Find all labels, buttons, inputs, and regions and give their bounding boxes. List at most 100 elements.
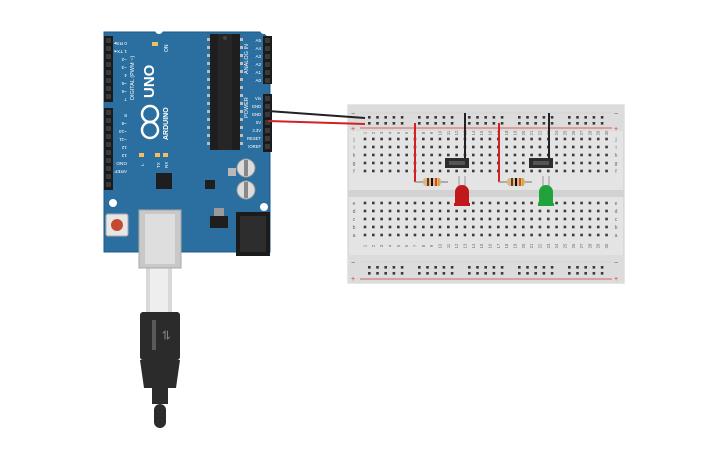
digital-pin-label: 4 xyxy=(124,72,127,78)
analog-header xyxy=(263,36,272,84)
reset-button[interactable] xyxy=(105,213,129,237)
digital-pin-label: 13 xyxy=(121,152,127,158)
column-number: 29 xyxy=(596,243,601,248)
column-number: 27 xyxy=(579,243,584,248)
breadboard: 1122334455667788991010111112121313141415… xyxy=(347,104,625,284)
digital-pin-label: ~11 xyxy=(119,136,127,142)
power-pin-label: Vin xyxy=(255,96,262,101)
column-number: 26 xyxy=(571,130,576,135)
power-pin-label: 5V xyxy=(256,120,261,125)
row-letter: j xyxy=(352,137,354,143)
column-number: 15 xyxy=(479,130,484,135)
model-label: UNO xyxy=(141,64,158,98)
rail-minus-top-left: − xyxy=(351,111,355,118)
digital-pin-label: 8 xyxy=(124,112,127,118)
digital-pin-label: AREF xyxy=(114,168,127,174)
column-number: 11 xyxy=(446,243,451,248)
analog-pin-label: A0 xyxy=(255,78,261,83)
column-number: 28 xyxy=(587,243,592,248)
wire-gnd xyxy=(267,110,366,119)
column-number: 4 xyxy=(387,131,392,134)
row-letter: h xyxy=(615,153,618,159)
row-letter: j xyxy=(614,137,616,143)
column-number: 8 xyxy=(421,244,426,247)
resistor-2 xyxy=(499,178,532,186)
column-number: 5 xyxy=(396,244,401,247)
digital-pin-label: ~3 xyxy=(121,64,127,70)
column-number: 26 xyxy=(571,243,576,248)
power-label: POWER xyxy=(244,97,250,118)
rail-minus-top-right: − xyxy=(614,111,618,118)
power-pin-label: GND xyxy=(252,104,261,109)
digital-pin-label: GND xyxy=(116,160,127,166)
column-number: 30 xyxy=(604,243,609,248)
row-letter: c xyxy=(615,217,618,223)
green-led xyxy=(538,176,554,206)
column-number: 20 xyxy=(521,130,526,135)
pushbutton-1[interactable] xyxy=(445,158,469,168)
column-number: 10 xyxy=(437,243,442,248)
row-letter: e xyxy=(353,201,356,207)
row-letter: f xyxy=(615,169,617,175)
column-number: 28 xyxy=(587,130,592,135)
digital-pin-label: ~2 xyxy=(121,56,127,62)
column-number: 2 xyxy=(371,131,376,134)
digital-header-lower xyxy=(104,108,113,190)
column-number: 18 xyxy=(504,130,509,135)
row-letter: i xyxy=(615,145,616,151)
arduino-board: 0 RX▸1 TX◂~2~34~5~678~9~10~111213GNDAREF… xyxy=(103,26,272,269)
row-letter: b xyxy=(615,225,618,231)
column-number: 7 xyxy=(412,244,417,247)
brand-label: ARDUINO xyxy=(163,107,170,140)
pushbutton-2[interactable] xyxy=(529,158,553,168)
small-component xyxy=(205,180,215,189)
column-number: 19 xyxy=(512,130,517,135)
digital-pin-label: ~5 xyxy=(121,80,127,86)
power-pin-label: IOREF xyxy=(248,144,261,149)
column-number: 13 xyxy=(462,243,467,248)
column-number: 18 xyxy=(504,243,509,248)
digital-pin-label: 12 xyxy=(121,144,127,150)
column-number: 17 xyxy=(496,243,501,248)
column-number: 25 xyxy=(562,130,567,135)
rx-led xyxy=(163,153,168,157)
column-number: 3 xyxy=(379,244,384,247)
row-letter: a xyxy=(615,233,618,239)
digital-label: DIGITAL (PWM ~) xyxy=(130,56,136,100)
column-number: 9 xyxy=(429,244,434,247)
column-number: 12 xyxy=(454,130,459,135)
column-numbers: 1122334455667788991010111112121313141415… xyxy=(363,130,610,248)
voltage-regulator xyxy=(210,216,228,228)
wire-5v xyxy=(267,120,366,125)
column-number: 24 xyxy=(554,130,559,135)
digital-pin-label: ~9 xyxy=(121,120,127,126)
rail-minus-bottom-right: − xyxy=(614,260,618,267)
column-number: 8 xyxy=(421,131,426,134)
center-channel xyxy=(348,190,624,197)
analog-pin-label: A2 xyxy=(255,62,261,67)
tx-label: TX xyxy=(156,162,161,168)
column-number: 15 xyxy=(479,243,484,248)
column-number: 10 xyxy=(437,130,442,135)
usb-chip xyxy=(156,173,172,189)
row-letter: h xyxy=(353,153,356,159)
power-pin-label: GND xyxy=(252,112,261,117)
column-number: 2 xyxy=(371,244,376,247)
row-letter: i xyxy=(353,145,354,151)
digital-pin-label: 0 RX▸ xyxy=(113,40,127,46)
analog-pin-label: A4 xyxy=(255,46,261,51)
row-letter: e xyxy=(615,201,618,207)
analog-label: ANALOG IN xyxy=(244,44,250,74)
column-number: 20 xyxy=(521,243,526,248)
column-number: 30 xyxy=(604,130,609,135)
row-letter: a xyxy=(353,233,356,239)
row-letter: b xyxy=(353,225,356,231)
digital-pin-label: ~6 xyxy=(121,88,127,94)
red-led xyxy=(454,176,470,206)
column-number: 1 xyxy=(363,244,368,247)
wires xyxy=(267,110,550,182)
column-number: 9 xyxy=(429,131,434,134)
row-letter: f xyxy=(353,169,355,175)
rail-minus-bottom-left: − xyxy=(351,260,355,267)
rail-plus-top-left: + xyxy=(351,126,355,133)
